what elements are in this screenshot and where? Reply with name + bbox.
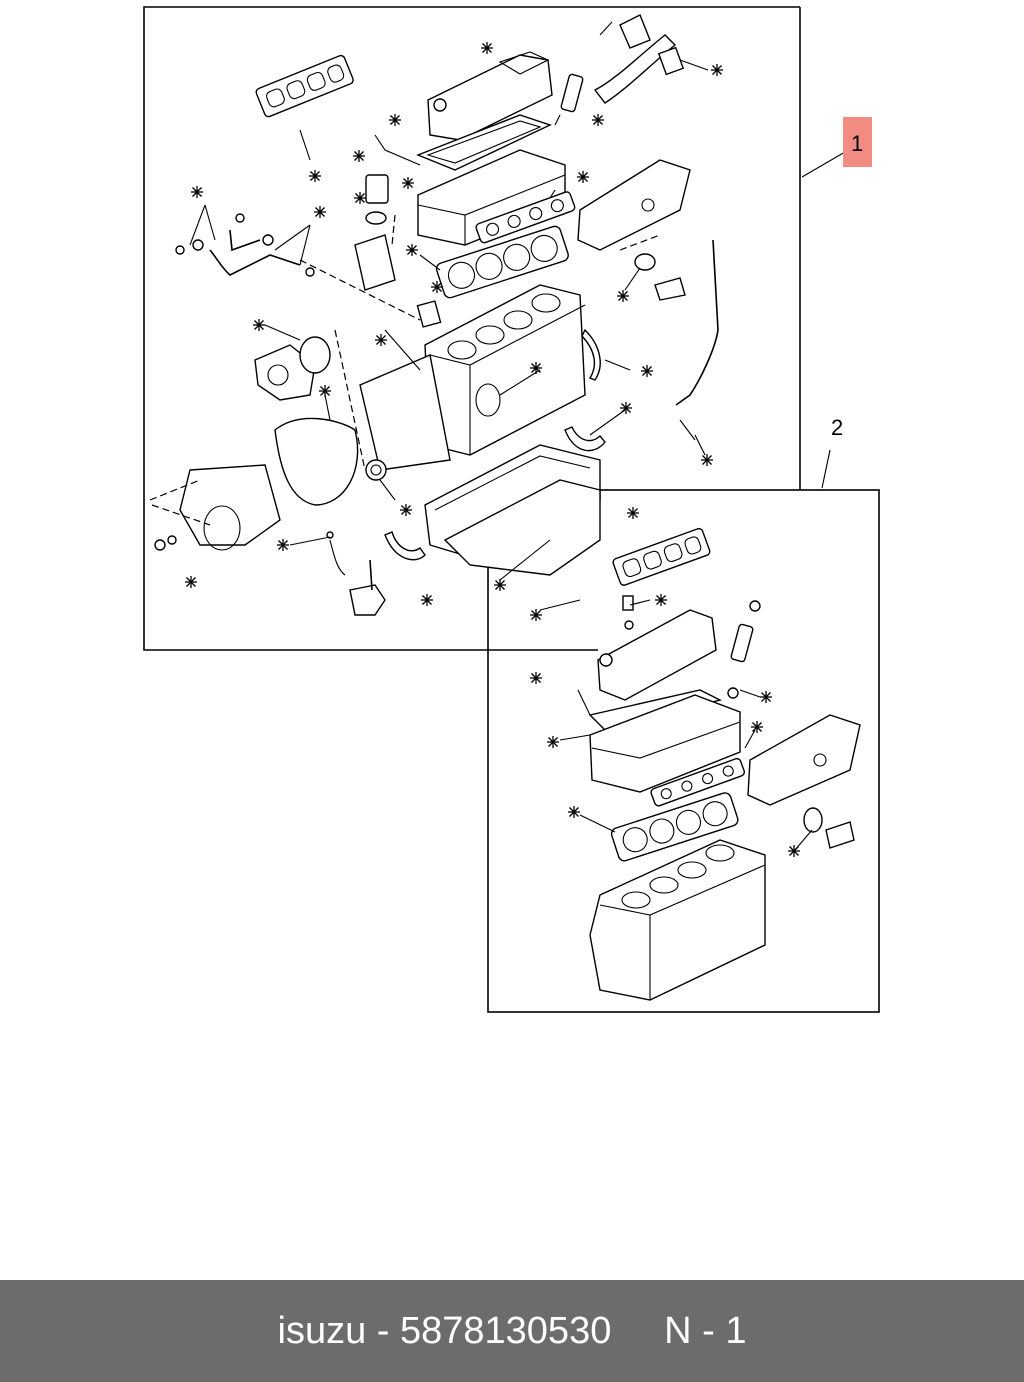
oil-pan [443,479,601,576]
intake-pipe [593,34,677,104]
main-kit-frame [143,6,800,651]
manifold-gasket [255,54,354,118]
oil-pipe-assembly [209,249,301,276]
exhaust-manifold [577,159,691,251]
part-number-caption: isuzu - 5878130530 N - 1 [277,1309,747,1352]
callout-1-highlight [843,117,872,167]
engine-block [424,284,586,456]
oil-filter [365,174,389,204]
valve-cover-gasket [416,114,552,171]
head-gasket [435,225,569,299]
thermostat-housing [654,277,686,301]
timing-cover-gasket [274,417,359,506]
secondary-kit-parts [559,527,861,1001]
main-kit-parts [149,14,719,616]
callout-1-label: 1 [851,131,863,156]
injector [560,73,584,113]
thrust-washer-lower [384,531,426,561]
oil-pickup [349,584,386,616]
secondary-kit-frame [487,489,880,1013]
footer-bar: isuzu - 5878130530 N - 1 [0,1280,1024,1382]
callout-2-label: 2 [831,415,843,440]
oil-cooler-housing [354,234,396,291]
front-cover [179,464,281,546]
crank-seal [365,459,387,481]
engine-gasket-kit-diagram: 1 2 [143,6,880,1013]
oil-dipstick [675,239,719,406]
thrust-washer-upper [564,426,606,452]
